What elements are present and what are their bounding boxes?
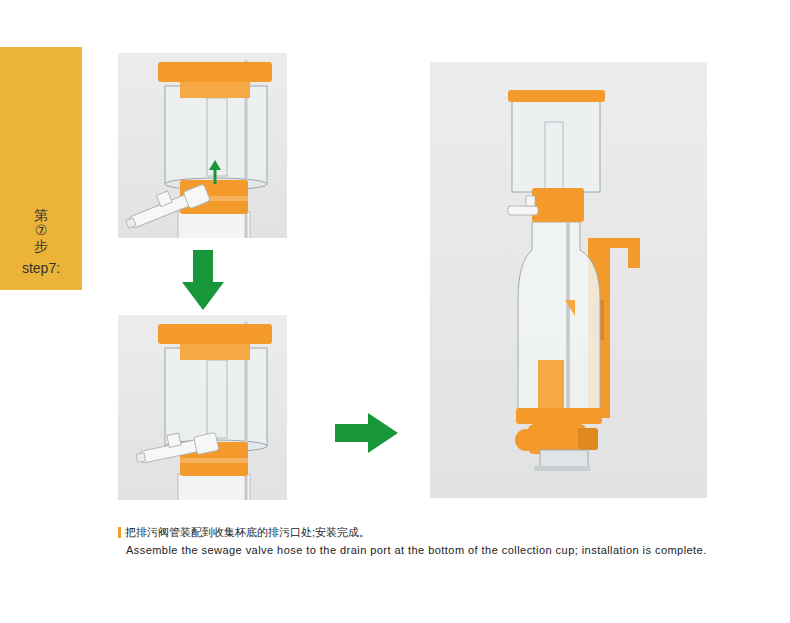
step-tab: 第⑦步 step7: [0,47,82,290]
assembled-skimmer [508,90,640,471]
caption-translation: Assemble the sewage valve hose to the dr… [126,544,707,556]
collection-cup [121,60,272,238]
step-arrow [335,413,398,453]
step-label: step7: [22,260,60,276]
image-panel [430,62,707,498]
caption: 把排污阀管装配到收集杯底的排污口处;安装完成。 [125,525,370,540]
collection-cup [134,322,272,500]
caption-bar [118,527,121,538]
step-number: 第⑦步 [34,208,48,254]
step-arrow [182,250,224,310]
